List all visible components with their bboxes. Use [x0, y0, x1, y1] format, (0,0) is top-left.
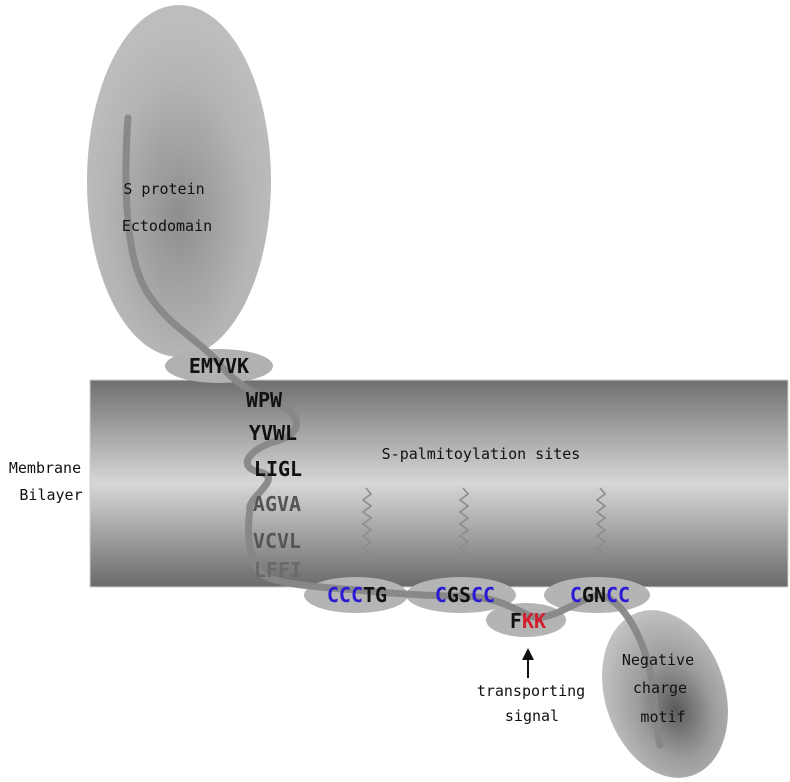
- cgscc-mid: GS: [447, 583, 471, 607]
- palmitoylation-label: S-palmitoylation sites: [382, 445, 581, 463]
- tm-segment-vcvl: VCVL: [253, 529, 301, 553]
- transport-label-line2: signal: [505, 707, 559, 725]
- ectodomain-label-line1: S protein: [123, 180, 204, 198]
- tm-segment-agva: AGVA: [253, 492, 301, 516]
- transport-label-line1: transporting: [477, 682, 585, 700]
- protein-backbone: [122, 114, 664, 749]
- ccctg-rest: TG: [363, 583, 387, 607]
- tm-segment-wpw: WPW: [246, 388, 283, 412]
- ectodomain-label-line2: Ectodomain: [122, 217, 212, 235]
- cgscc-cys-1: C: [435, 583, 447, 607]
- tm-segment-lffi: LFFI: [254, 558, 302, 582]
- ccctg-cys: CCC: [327, 583, 363, 607]
- negative-label-line2: charge: [633, 679, 687, 697]
- tm-segment-yvwl: YVWL: [249, 421, 297, 445]
- fkk-f: F: [510, 609, 522, 633]
- emyvk-motif: EMYVK: [189, 354, 249, 378]
- cgscc-motif: CGSCC: [435, 583, 495, 607]
- tm-segment-ligl: LIGL: [254, 457, 302, 481]
- cgncc-cys-1: C: [570, 583, 582, 607]
- palmitoyl-chain-2: [458, 487, 470, 561]
- ectodomain-oval: [87, 5, 271, 357]
- fkk-kk: KK: [522, 609, 546, 633]
- membrane-bilayer: [89, 379, 789, 588]
- negative-charge-oval: [602, 610, 728, 778]
- membrane-label-line2: Bilayer: [19, 486, 82, 504]
- cgncc-mid: GN: [582, 583, 606, 607]
- membrane-label-line1: Membrane: [9, 459, 81, 477]
- palmitoyl-chain-3: [595, 487, 607, 561]
- negative-label-line3: motif: [640, 708, 685, 726]
- cgscc-cys-2: CC: [471, 583, 495, 607]
- negative-label-line1: Negative: [622, 651, 694, 669]
- cgncc-motif: CGNCC: [570, 583, 630, 607]
- fkk-motif: FKK: [510, 609, 546, 633]
- transport-arrow-head: [522, 648, 534, 660]
- ccctg-motif: CCCTG: [327, 583, 387, 607]
- cgncc-cys-2: CC: [606, 583, 630, 607]
- palmitoyl-chain-1: [361, 487, 373, 561]
- fkk-oval: [486, 603, 566, 637]
